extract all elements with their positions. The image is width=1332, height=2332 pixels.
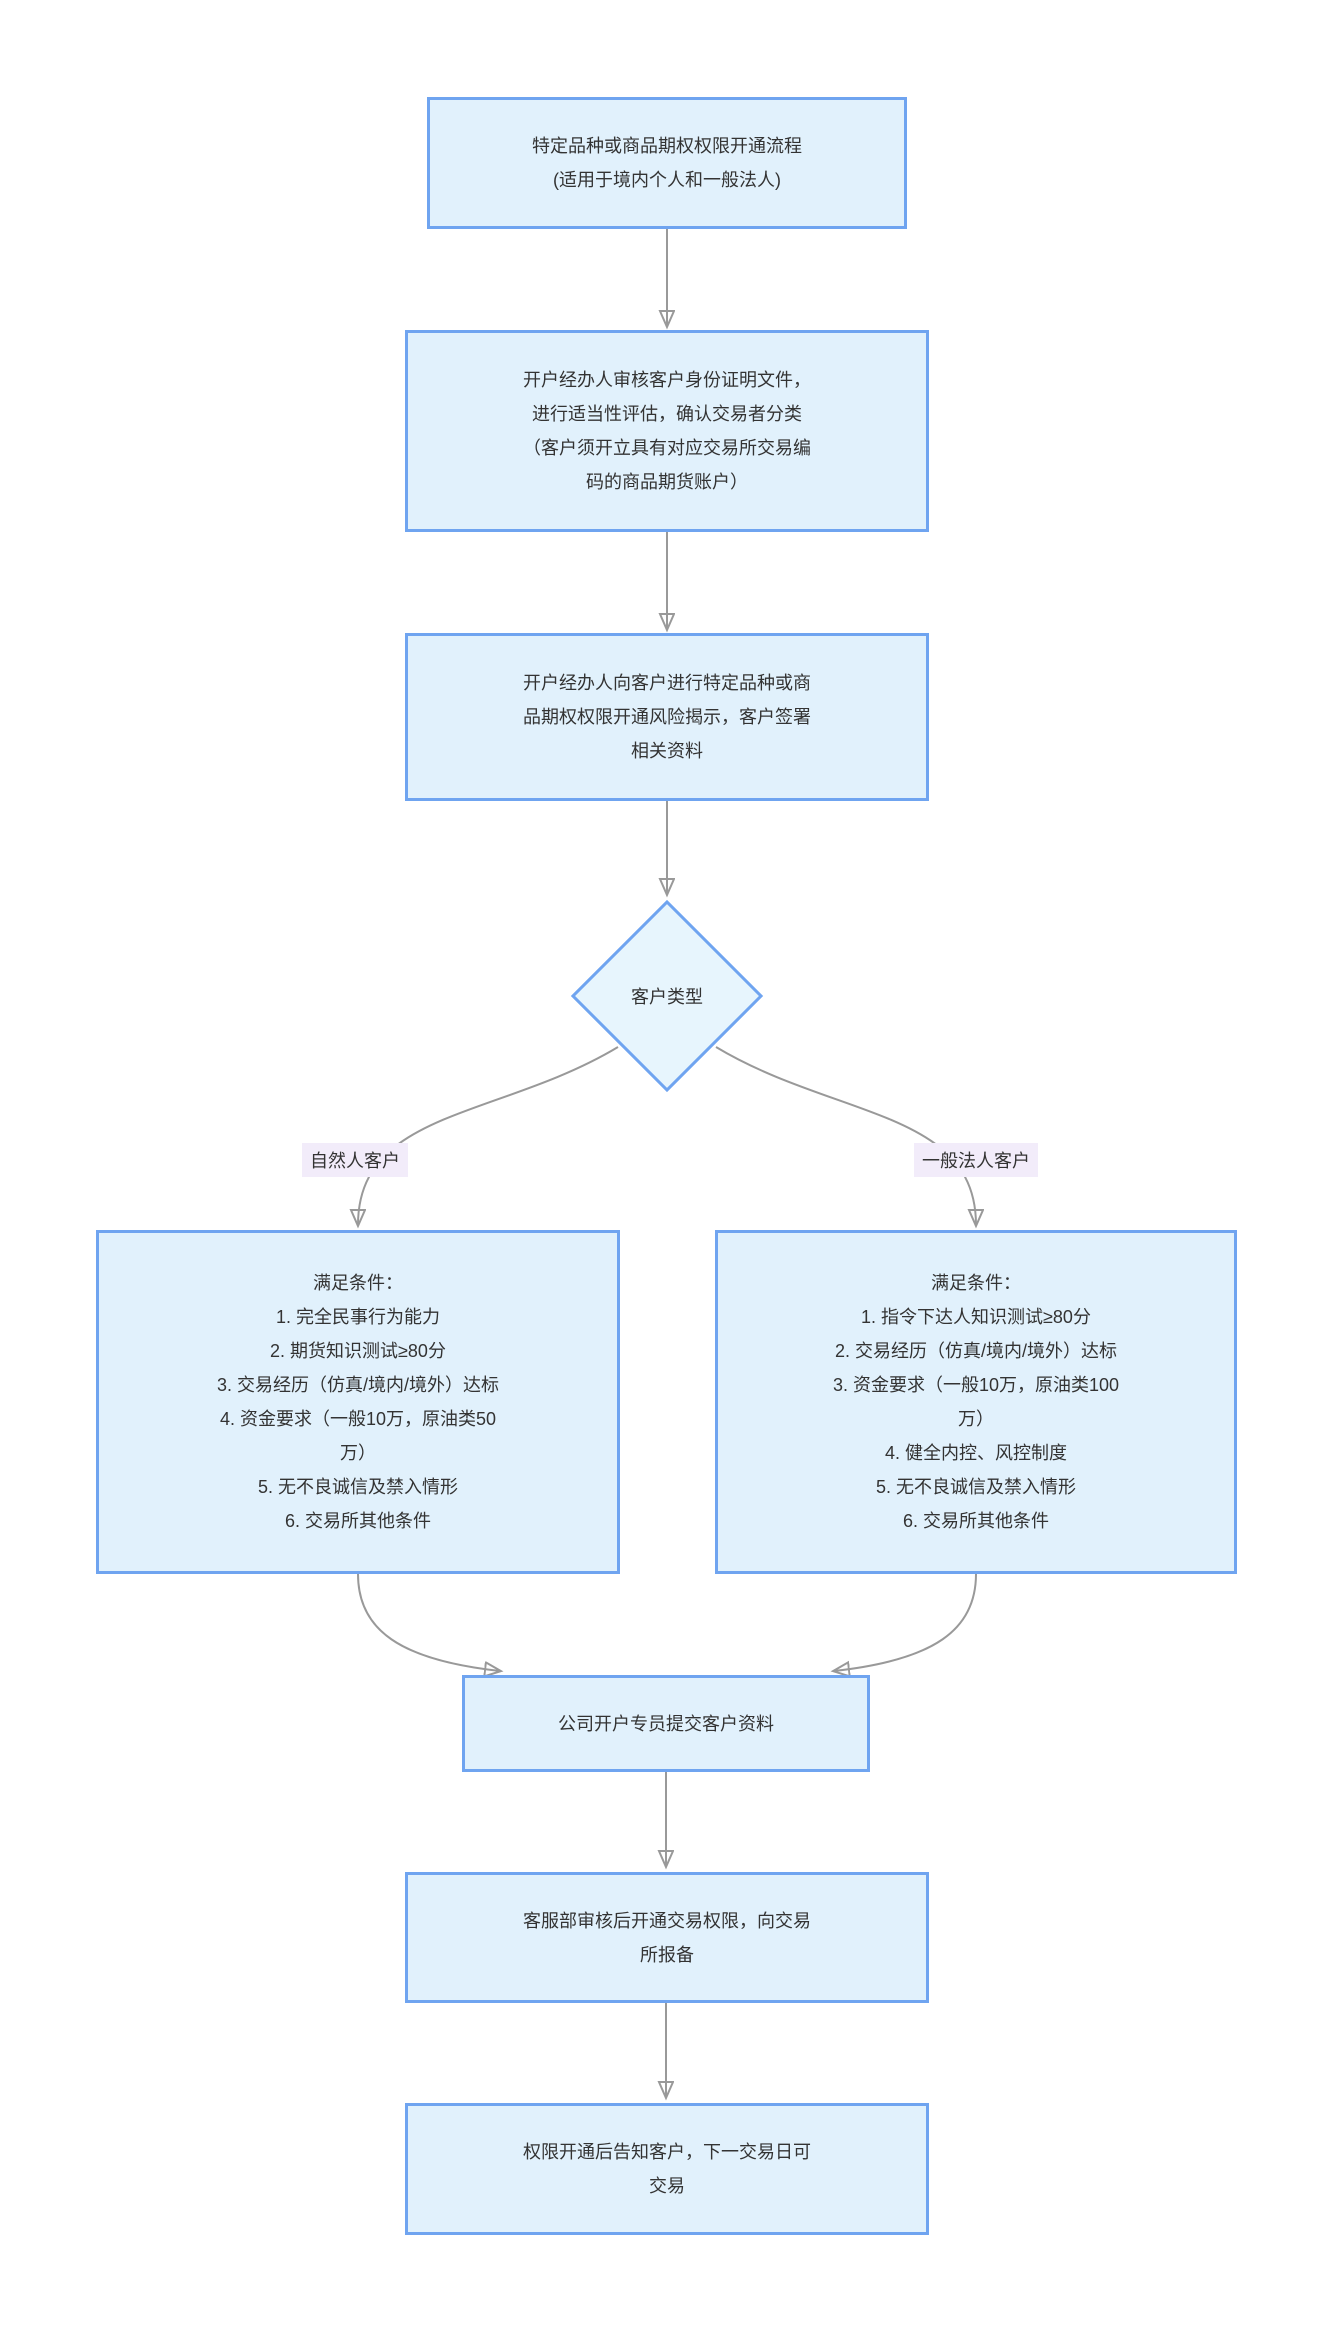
flow-node-risk-disclosure: 开户经办人向客户进行特定品种或商 品期权权限开通风险揭示，客户签署 相关资料: [405, 633, 929, 801]
flow-node-identity-check-text: 开户经办人审核客户身份证明文件， 进行适当性评估，确认交易者分类 （客户须开立具…: [523, 370, 811, 492]
edge-label-legal-person: 一般法人客户: [914, 1143, 1038, 1177]
edge-natural-person-to-submit: [357, 1573, 500, 1671]
edge-decision-to-natural-person: [358, 1046, 619, 1225]
flow-node-risk-disclosure-text: 开户经办人向客户进行特定品种或商 品期权权限开通风险揭示，客户签署 相关资料: [523, 673, 811, 761]
flow-node-notify-text: 权限开通后告知客户，下一交易日可 交易: [523, 2142, 811, 2196]
flow-node-natural-person-conditions-text: 满足条件： 1. 完全民事行为能力 2. 期货知识测试≥80分 3. 交易经历（…: [216, 1273, 499, 1531]
flow-node-review: 客服部审核后开通交易权限，向交易 所报备: [405, 1872, 929, 2003]
flow-node-start-text: 特定品种或商品期权权限开通流程 (适用于境内个人和一般法人): [532, 136, 802, 190]
flow-node-submit-text: 公司开户专员提交客户资料: [558, 1713, 774, 1734]
edge-label-natural-person: 自然人客户: [302, 1143, 408, 1177]
flow-node-identity-check: 开户经办人审核客户身份证明文件， 进行适当性评估，确认交易者分类 （客户须开立具…: [405, 330, 929, 532]
flow-node-decision-text: 客户类型: [631, 987, 703, 1007]
flow-node-decision: 客户类型: [570, 899, 764, 1093]
flow-node-notify: 权限开通后告知客户，下一交易日可 交易: [405, 2103, 929, 2235]
flow-node-start: 特定品种或商品期权权限开通流程 (适用于境内个人和一般法人): [427, 97, 907, 229]
flow-node-natural-person-conditions: 满足条件： 1. 完全民事行为能力 2. 期货知识测试≥80分 3. 交易经历（…: [96, 1230, 620, 1574]
flow-node-submit: 公司开户专员提交客户资料: [462, 1675, 870, 1772]
flow-node-review-text: 客服部审核后开通交易权限，向交易 所报备: [523, 1910, 811, 1965]
edge-legal-person-to-submit: [834, 1573, 977, 1671]
flow-node-legal-person-conditions-text: 满足条件： 1. 指令下达人知识测试≥80分 2. 交易经历（仿真/境内/境外）…: [832, 1273, 1120, 1531]
edge-decision-to-legal-person: [715, 1046, 976, 1225]
flow-node-legal-person-conditions: 满足条件： 1. 指令下达人知识测试≥80分 2. 交易经历（仿真/境内/境外）…: [715, 1230, 1237, 1574]
